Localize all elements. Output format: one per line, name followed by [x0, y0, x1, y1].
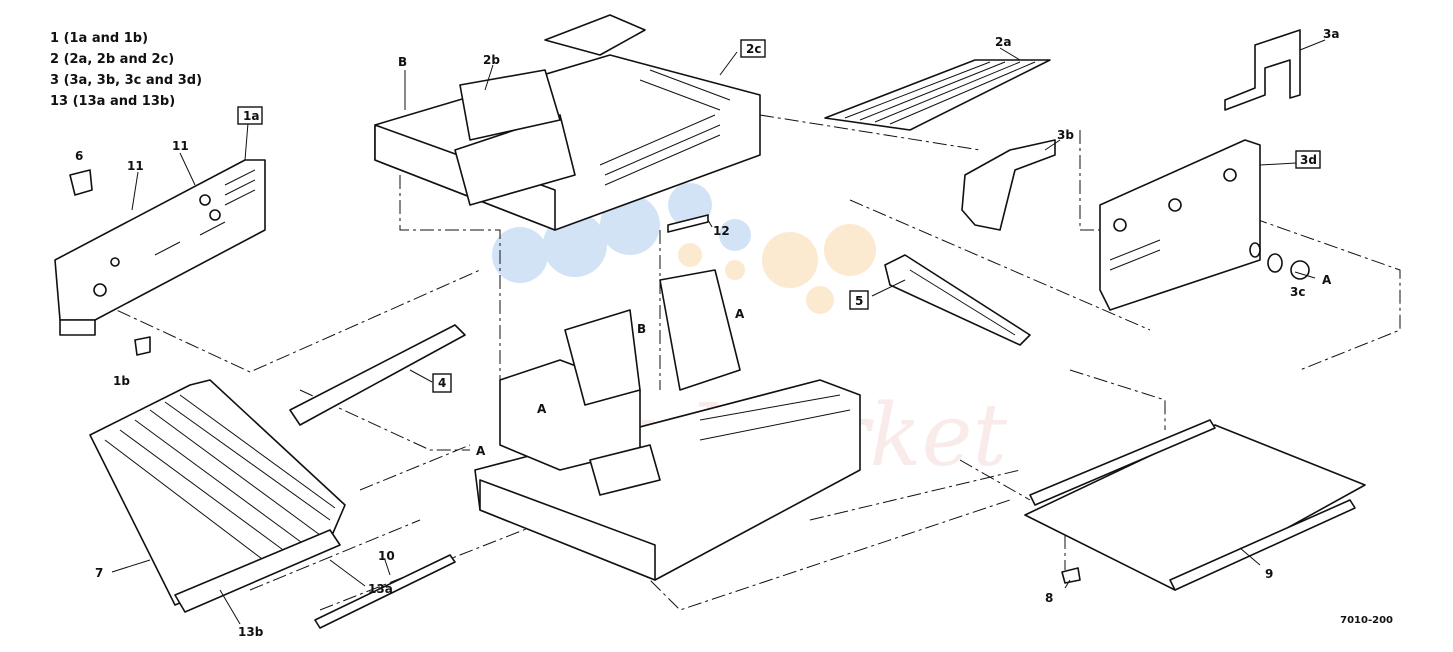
part-7-input-tray	[89, 379, 346, 613]
callout-box-1a	[237, 106, 263, 125]
part-1b-clip	[134, 336, 151, 356]
ref-letter-a: A	[735, 307, 745, 321]
callout-1b: 1b	[113, 374, 130, 388]
part-8-foot	[1061, 567, 1081, 584]
callout-4: 4	[438, 376, 446, 390]
callout-13b: 13b	[238, 625, 264, 639]
legend-line: 3 (3a, 3b, 3c and 3d)	[50, 73, 203, 88]
part-10-roller	[314, 554, 456, 629]
callout-3b: 3b	[1057, 128, 1074, 142]
callout-2a: 2a	[995, 35, 1011, 49]
part-9-base-plate	[1024, 419, 1366, 591]
ref-letter-a: A	[476, 444, 486, 458]
part-5-rail	[884, 254, 1031, 346]
part-3b-bracket	[961, 139, 1056, 231]
part-3a-bracket	[1224, 29, 1301, 111]
callout-9: 9	[1265, 567, 1273, 581]
callout-2b: 2b	[483, 53, 500, 67]
ref-letter-b: B	[637, 322, 646, 336]
callout-3c: 3c	[1290, 285, 1305, 299]
callout-3a: 3a	[1323, 27, 1339, 41]
parts-legend: 1 (1a and 1b) 2 (2a, 2b and 2c) 3 (3a, 3…	[50, 28, 202, 112]
callout-2c: 2c	[746, 42, 761, 56]
ref-letter-a: A	[1322, 273, 1332, 287]
part-2a-output-tray	[824, 59, 1051, 131]
part-4-guide	[289, 324, 466, 426]
part-1a-side-cover	[54, 159, 266, 336]
callout-box-4	[432, 373, 452, 393]
callout-5: 5	[855, 294, 863, 308]
part-2-top-cover	[374, 14, 761, 231]
legend-line: 1 (1a and 1b)	[50, 31, 149, 46]
part-12-strip	[667, 214, 709, 233]
callout-3d: 3d	[1300, 153, 1317, 167]
leader-lines	[111, 39, 1326, 625]
callout-11: 11	[172, 139, 189, 153]
callout-13a: 13a	[368, 582, 393, 596]
part-3d-side-frame	[1099, 139, 1261, 311]
callout-1a: 1a	[243, 109, 259, 123]
callout-box-2c	[740, 39, 766, 58]
callout-10: 10	[378, 549, 395, 563]
legend-line: 13 (13a and 13b)	[50, 94, 176, 109]
legend-line: 2 (2a, 2b and 2c)	[50, 52, 175, 67]
callout-6: 6	[75, 149, 83, 163]
callout-11: 11	[127, 159, 144, 173]
ref-letter-b: B	[398, 55, 407, 69]
ref-letter-a: A	[537, 402, 547, 416]
callout-box-3d	[1295, 150, 1321, 169]
callout-7: 7	[95, 566, 103, 580]
part-6-clip	[69, 169, 93, 196]
callout-12: 12	[713, 224, 730, 238]
callout-box-5	[849, 290, 869, 310]
callout-8: 8	[1045, 591, 1053, 605]
main-base-unit	[474, 269, 861, 581]
figure-code: 7010-200	[1340, 615, 1393, 626]
